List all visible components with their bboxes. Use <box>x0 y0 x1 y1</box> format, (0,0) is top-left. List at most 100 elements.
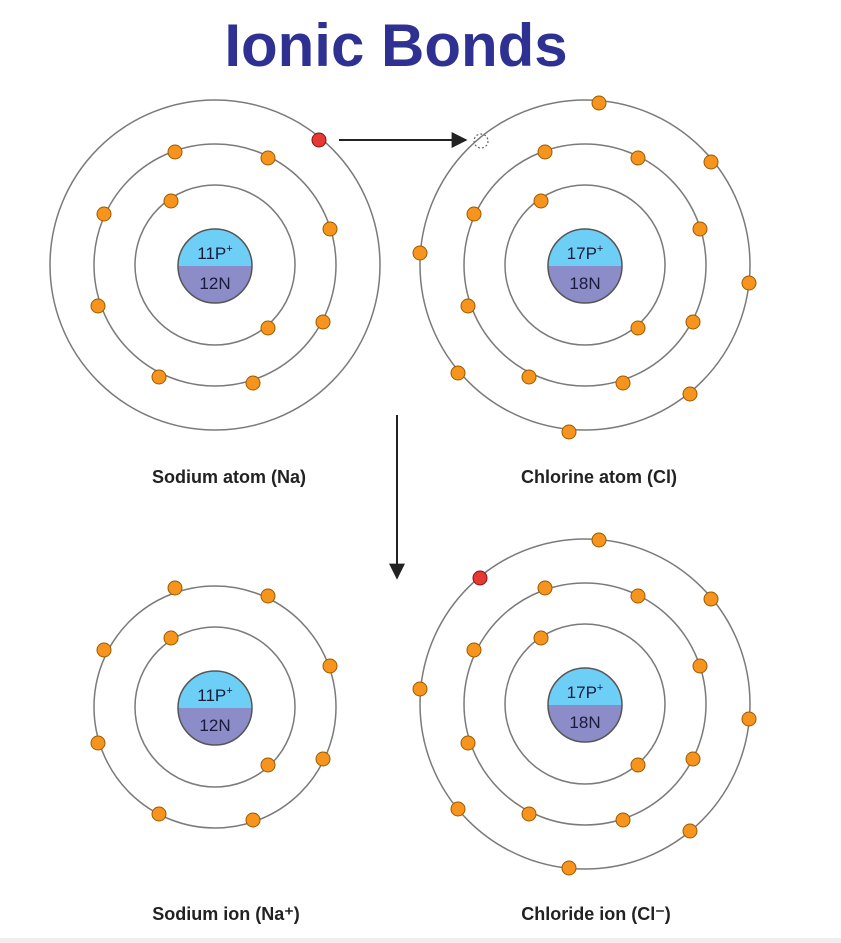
electron <box>591 95 607 111</box>
electron <box>703 154 719 170</box>
electron <box>561 860 577 876</box>
electron <box>167 580 183 596</box>
orbit-shell-2 <box>463 143 707 387</box>
electron <box>260 320 276 336</box>
neutron-half <box>178 708 252 745</box>
electron <box>685 751 701 767</box>
electron <box>96 206 112 222</box>
electron <box>163 630 179 646</box>
electron <box>741 711 757 727</box>
electron <box>741 275 757 291</box>
chloride-ion: 17P+ 18N <box>412 532 757 876</box>
electron <box>466 642 482 658</box>
electron <box>521 369 537 385</box>
neutron-half <box>548 266 622 303</box>
electron <box>630 757 646 773</box>
orbit-shell-1 <box>134 184 296 346</box>
nucleus: 17P+ 18N <box>547 228 623 304</box>
neutron-half <box>178 266 252 303</box>
electron <box>90 735 106 751</box>
electron <box>450 365 466 381</box>
electron <box>682 823 698 839</box>
proton-half <box>548 229 622 266</box>
caption-chloride-ion: Chloride ion (Cl⁻) <box>521 904 670 924</box>
nucleus-outline <box>547 667 623 743</box>
electron <box>591 532 607 548</box>
electron <box>450 801 466 817</box>
electron <box>315 751 331 767</box>
nucleus-outline <box>547 228 623 304</box>
orbit-shell-1 <box>504 623 666 785</box>
electron <box>412 681 428 697</box>
electron <box>692 658 708 674</box>
electron <box>703 591 719 607</box>
caption-sodium-atom: Sodium atom (Na) <box>152 467 306 487</box>
electron <box>151 369 167 385</box>
nucleus: 17P+ 18N <box>547 667 623 743</box>
electron <box>167 144 183 160</box>
electron <box>412 245 428 261</box>
electron <box>245 812 261 828</box>
proton-count: 17P+ <box>567 682 604 702</box>
orbit-shell-2 <box>93 143 337 387</box>
orbit-shell-1 <box>134 626 296 788</box>
proton-half <box>178 229 252 266</box>
sodium-atom: 11P+ 12N <box>49 99 381 431</box>
chlorine-atom: 17P+ 18N <box>412 95 757 440</box>
electron <box>521 806 537 822</box>
proton-half <box>548 668 622 705</box>
electron <box>260 150 276 166</box>
electron <box>315 314 331 330</box>
electron <box>163 193 179 209</box>
proton-count: 17P+ <box>567 243 604 263</box>
orbit-shell-1 <box>504 184 666 346</box>
electron <box>533 630 549 646</box>
electrons <box>412 532 757 876</box>
electrons <box>412 95 757 440</box>
proton-count: 11P+ <box>197 243 232 263</box>
nucleus: 11P+ 12N <box>177 228 253 304</box>
neutron-half <box>548 705 622 742</box>
bottom-edge <box>0 938 841 943</box>
electron <box>630 320 646 336</box>
vacant-electron-slot <box>473 133 489 149</box>
electrons <box>90 132 338 391</box>
neutron-count: 18N <box>569 713 600 732</box>
electron <box>682 386 698 402</box>
nucleus: 11P+ 12N <box>177 670 253 746</box>
electron <box>630 588 646 604</box>
nucleus-outline <box>177 670 253 746</box>
electron <box>537 580 553 596</box>
electron <box>460 298 476 314</box>
neutron-count: 12N <box>199 274 230 293</box>
orbit-shell-3 <box>49 99 381 431</box>
neutron-count: 12N <box>199 716 230 735</box>
transferred-electron <box>472 570 488 586</box>
electron <box>466 206 482 222</box>
orbit-shell-2 <box>463 582 707 826</box>
electron <box>245 375 261 391</box>
electron <box>90 298 106 314</box>
electron <box>460 735 476 751</box>
electron <box>537 144 553 160</box>
electrons <box>90 580 338 828</box>
electron <box>630 150 646 166</box>
electron <box>322 658 338 674</box>
electron <box>322 221 338 237</box>
proton-count: 11P+ <box>197 685 232 705</box>
page-title: Ionic Bonds <box>224 12 568 79</box>
electron <box>151 806 167 822</box>
neutron-count: 18N <box>569 274 600 293</box>
electron <box>615 812 631 828</box>
electron <box>615 375 631 391</box>
electron <box>260 757 276 773</box>
sodium-ion: 11P+ 12N <box>90 580 338 829</box>
electron <box>692 221 708 237</box>
nucleus-outline <box>177 228 253 304</box>
electron <box>533 193 549 209</box>
orbit-shell-3 <box>419 99 751 431</box>
electron <box>561 424 577 440</box>
electron <box>260 588 276 604</box>
caption-sodium-ion: Sodium ion (Na⁺) <box>152 904 300 924</box>
